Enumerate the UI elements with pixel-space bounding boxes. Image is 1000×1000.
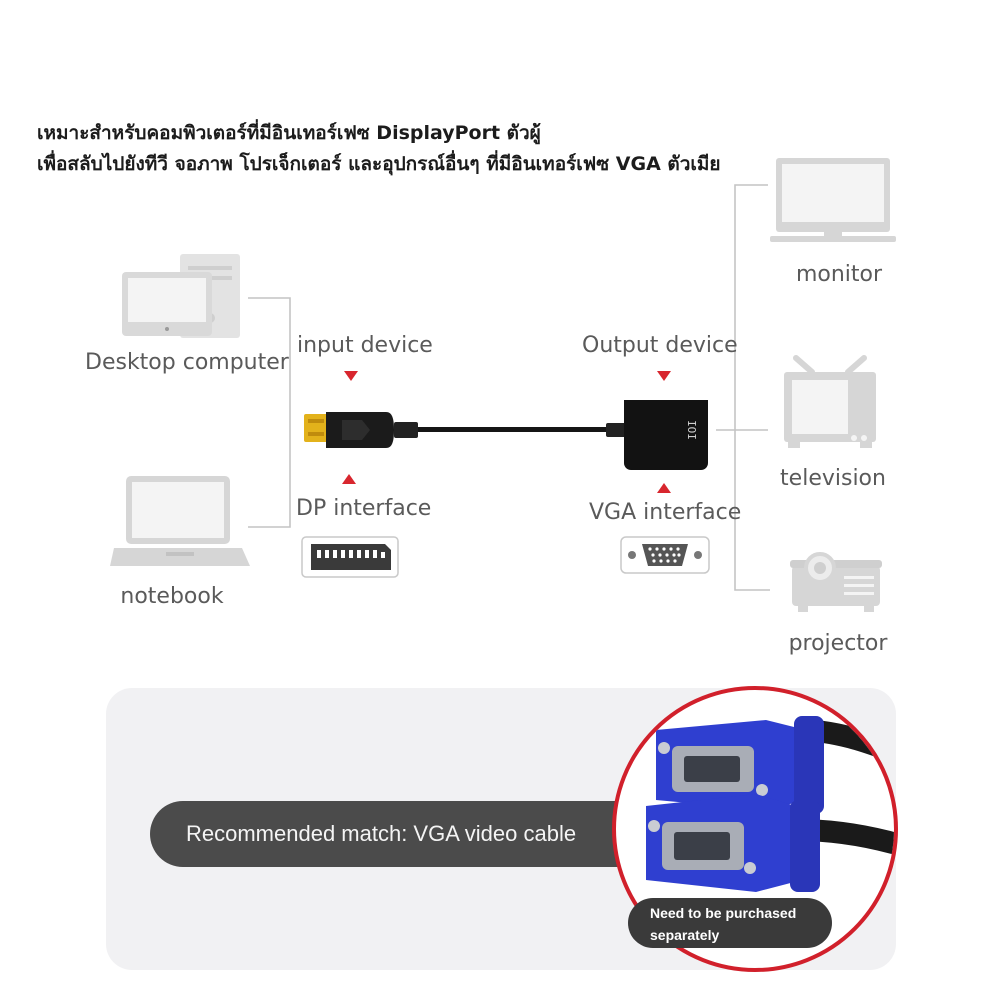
television-icon (784, 355, 876, 448)
dp-to-vga-adapter: IOI (304, 400, 708, 470)
dp-port-icon (301, 536, 399, 578)
monitor-label: monitor (795, 262, 883, 287)
vga-cable-circle (612, 686, 898, 972)
vga-interface-label: VGA interface (589, 500, 742, 525)
projector-label: projector (788, 631, 888, 656)
vga-interface-arrow (657, 483, 671, 493)
dp-interface-label: DP interface (296, 496, 432, 521)
notebook-icon (110, 476, 250, 566)
television-label: television (780, 466, 886, 491)
input-device-arrow (344, 371, 358, 381)
header-line-1: เหมาะสำหรับคอมพิวเตอร์ที่มีอินเทอร์เฟซ D… (37, 122, 541, 144)
desktop-computer-label: Desktop computer (85, 350, 289, 375)
input-bracket (248, 297, 291, 528)
output-device-label: Output device (582, 333, 738, 358)
projector-icon (790, 552, 882, 612)
vga-cable-icon (646, 716, 894, 892)
recommendation-pill: Recommended match: VGA video cable (150, 801, 650, 867)
vga-port-icon (620, 536, 710, 574)
desktop-computer-icon (122, 254, 240, 338)
output-device-arrow (657, 371, 671, 381)
notebook-label: notebook (120, 584, 224, 609)
badge-line-1: Need to be purchased (650, 905, 797, 921)
dp-interface-arrow (342, 474, 356, 484)
badge-line-2: separately (650, 927, 720, 943)
adapter-mark: IOI (685, 420, 698, 440)
purchase-separately-badge: Need to be purchased separately (628, 898, 832, 948)
input-device-label: input device (297, 333, 433, 358)
output-bracket-top (716, 184, 768, 431)
monitor-icon (770, 158, 896, 242)
output-bracket-bottom (734, 430, 770, 591)
header-line-2: เพื่อสลับไปยังทีวี จอภาพ โปรเจ็กเตอร์ แล… (37, 153, 721, 175)
